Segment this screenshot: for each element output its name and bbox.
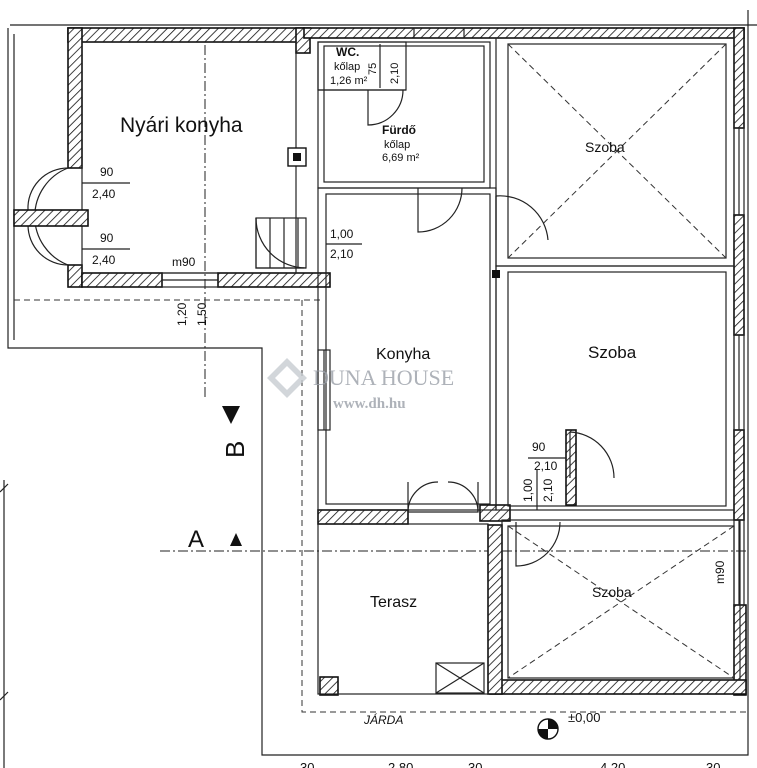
dim-door-width-2: 90 [100, 231, 114, 245]
dim-door-height-5: 2,10 [541, 478, 555, 502]
level-marker: ±0,00 [568, 710, 600, 725]
room-label-jarda: JÁRDA [363, 712, 403, 727]
watermark: DUNA HOUSE www.dh.hu [267, 358, 454, 412]
dim-bottom-30-2: 30 [468, 760, 482, 768]
room-labels: Nyári konyha WC. kőlap 1,26 m² Fürdő kől… [120, 45, 637, 727]
watermark-brand: DUNA HOUSE [313, 365, 454, 390]
room-diagonals [507, 43, 735, 679]
section-arrow-icon [230, 533, 242, 546]
room-label-wc: WC. [336, 45, 359, 59]
dim-bottom-420: 4,20 [600, 760, 625, 768]
north-arrow-icon [537, 718, 559, 740]
dimension-labels: 90 2,40 90 2,40 m90 1,20 1,50 1,00 2,10 … [82, 44, 727, 768]
section-markers: A B [188, 406, 250, 553]
room-label-nyari-konyha: Nyári konyha [120, 114, 243, 137]
room-label-terasz: Terasz [370, 594, 417, 611]
room-label-furdo: Fürdő [382, 123, 416, 137]
furdo-floor: kőlap [384, 139, 410, 151]
doors [13, 89, 615, 694]
dim-door-height-2: 2,40 [92, 253, 116, 267]
dim-window-m90-right: m90 [713, 560, 727, 584]
left-dimension-line [0, 480, 9, 768]
dim-wc-door-width: 75 [367, 63, 379, 75]
dim-window-m90-left: m90 [172, 255, 196, 269]
dim-door-width-1: 90 [100, 165, 114, 179]
room-label-szoba-mid: Szoba [588, 343, 637, 362]
dim-bottom-280: 2,80 [388, 760, 413, 768]
dim-bottom-30-1: 30 [300, 760, 314, 768]
room-label-szoba-bottom: Szoba [592, 584, 632, 600]
furdo-area: 6,69 m² [382, 152, 420, 164]
windows [161, 27, 745, 606]
dim-bottom-30-3: 30 [706, 760, 720, 768]
room-label-szoba-top: Szoba [585, 139, 625, 155]
dim-window-width: 1,20 [175, 302, 189, 326]
section-arrow-icon [222, 406, 240, 424]
lot-outline [7, 10, 757, 756]
dim-door-width-4: 90 [532, 440, 546, 454]
chimney-icon [287, 147, 500, 278]
dim-door-height-1: 2,40 [92, 187, 116, 201]
section-a-label: A [188, 526, 204, 553]
dim-door-height-4: 2,10 [534, 459, 558, 473]
wc-floor: kőlap [334, 61, 360, 73]
dim-window-height: 1,50 [195, 302, 209, 326]
wc-area: 1,26 m² [330, 75, 368, 87]
dim-door-height-3: 2,10 [330, 247, 354, 261]
dim-door-width-5: 1,00 [521, 478, 535, 502]
room-label-konyha: Konyha [376, 346, 430, 363]
dim-door-width-3: 1,00 [330, 227, 354, 241]
section-b-label: B [220, 441, 250, 458]
dim-wc-door-height: 2,10 [389, 63, 401, 84]
watermark-url: www.dh.hu [333, 396, 406, 412]
